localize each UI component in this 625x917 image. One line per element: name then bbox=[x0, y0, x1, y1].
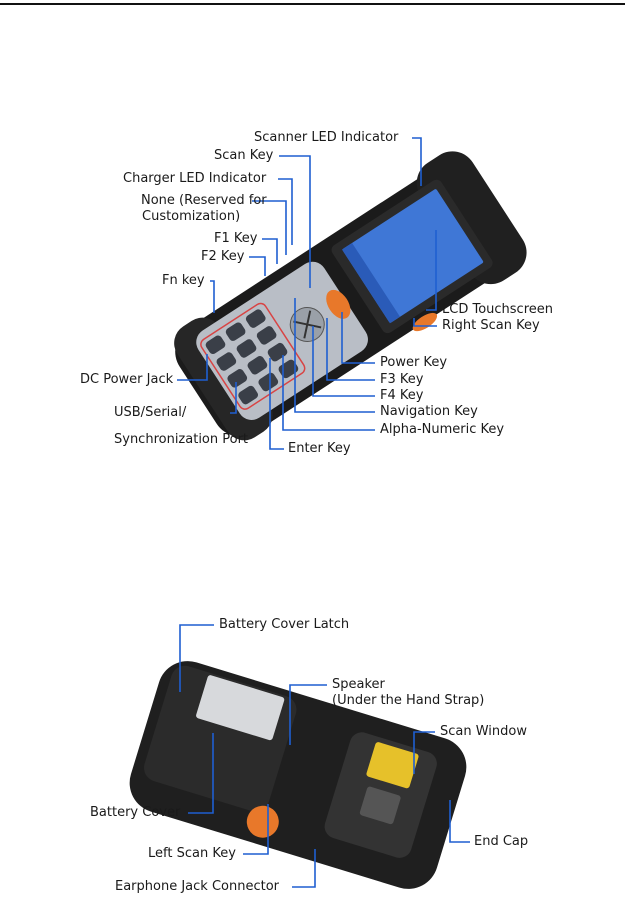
label-f4-key: F4 Key bbox=[380, 388, 424, 403]
callout-f3 bbox=[326, 318, 375, 381]
front-device bbox=[174, 151, 527, 441]
label-usb-serial-line1: USB/Serial/ bbox=[114, 405, 187, 420]
scan-key-shape bbox=[326, 289, 351, 319]
callout-scan-window bbox=[413, 731, 435, 774]
callout-battery-cover bbox=[188, 733, 214, 814]
label-battery-cover-latch: Battery Cover Latch bbox=[219, 617, 350, 632]
lcd-taskbar bbox=[342, 242, 400, 324]
label-none-reserved-line2: Customization) bbox=[142, 209, 241, 224]
callout-f2 bbox=[249, 256, 266, 276]
callout-right-scan bbox=[413, 318, 437, 327]
callout-f1 bbox=[262, 238, 278, 264]
label-battery-cover: Battery Cover bbox=[90, 805, 181, 820]
label-right-scan-key: Right Scan Key bbox=[442, 318, 540, 333]
back-label-sticker bbox=[196, 675, 285, 741]
label-alpha-numeric-key: Alpha-Numeric Key bbox=[380, 422, 505, 437]
label-navigation-key: Navigation Key bbox=[380, 404, 478, 419]
callout-charger-led bbox=[278, 178, 293, 245]
label-f3-key: F3 Key bbox=[380, 372, 424, 387]
label-lcd-touchscreen: LCD Touchscreen bbox=[442, 302, 553, 317]
label-none-reserved-line1: None (Reserved for bbox=[141, 193, 267, 208]
callout-enter bbox=[269, 358, 284, 450]
callout-navigation bbox=[294, 298, 375, 413]
callout-earphone bbox=[292, 849, 316, 888]
label-enter-key: Enter Key bbox=[288, 441, 351, 456]
callout-battery-cover-latch bbox=[179, 624, 214, 692]
label-scan-window: Scan Window bbox=[440, 724, 527, 739]
label-f2-key: F2 Key bbox=[201, 249, 245, 264]
label-scanner-led: Scanner LED Indicator bbox=[254, 130, 399, 145]
callout-alpha-numeric bbox=[282, 355, 375, 431]
label-left-scan-key: Left Scan Key bbox=[148, 846, 236, 861]
alpha-numeric-outline bbox=[200, 302, 306, 410]
label-speaker-line2: (Under the Hand Strap) bbox=[332, 693, 485, 708]
label-fn-key: Fn key bbox=[162, 273, 205, 288]
callout-lcd bbox=[426, 230, 437, 311]
callout-f4 bbox=[312, 326, 375, 397]
front-device-bumper-end bbox=[416, 151, 527, 285]
label-charger-led: Charger LED Indicator bbox=[123, 171, 267, 186]
callout-none-reserved bbox=[252, 200, 287, 255]
label-usb-serial-line2: Synchronization Port bbox=[114, 432, 249, 447]
callout-left-scan bbox=[243, 804, 269, 855]
callout-scanner-led bbox=[412, 137, 422, 186]
callout-end-cap bbox=[449, 800, 470, 843]
label-earphone-jack: Earphone Jack Connector bbox=[115, 879, 279, 894]
label-power-key: Power Key bbox=[380, 355, 448, 370]
label-end-cap: End Cap bbox=[474, 834, 529, 849]
back-device bbox=[129, 661, 467, 889]
left-scan-key-shape bbox=[246, 805, 279, 838]
label-speaker-line1: Speaker bbox=[332, 677, 385, 692]
callout-scan-key bbox=[279, 155, 311, 288]
top-rule bbox=[0, 3, 625, 5]
label-dc-power-jack: DC Power Jack bbox=[80, 372, 174, 387]
label-f1-key: F1 Key bbox=[214, 231, 258, 246]
label-scan-key: Scan Key bbox=[214, 148, 274, 163]
callout-speaker bbox=[289, 684, 327, 745]
scan-window-glass bbox=[359, 786, 401, 825]
callout-usb bbox=[230, 382, 237, 414]
callout-dc-power bbox=[177, 354, 208, 381]
callout-power bbox=[341, 312, 375, 364]
callout-fn bbox=[210, 280, 215, 313]
scan-window-yellow bbox=[366, 742, 419, 789]
